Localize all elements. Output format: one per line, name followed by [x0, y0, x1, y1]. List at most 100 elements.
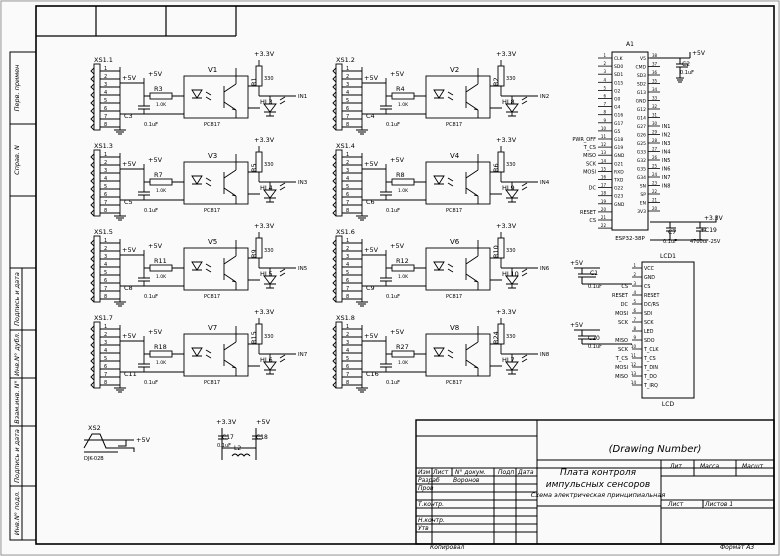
connector-pin-number: 7 [346, 200, 349, 206]
channel-7: XS1.712345678+5V+5VR181.0KC110.1uFV7PC81… [90, 308, 308, 393]
channel-resistor-val: 1.0K [156, 102, 167, 108]
lcd-ref: LCD1 [660, 253, 676, 260]
channel-blocks: XS1.112345678+5V+5VR31.0KC30.1uFV1PC817+… [90, 50, 550, 393]
esp32-left-num: 19 [601, 199, 607, 204]
channel-resistor-val: 1.0K [398, 102, 409, 108]
esp32-c2-val: 0.1uF [680, 70, 694, 76]
esp32-left-pin: G18 [614, 137, 623, 143]
title-line-2: импульсных сенсоров [546, 480, 650, 490]
connector-pin-number: 7 [104, 372, 107, 378]
connector-pin-number: 8 [346, 208, 349, 214]
esp32-left-net: T_CS [583, 145, 596, 151]
esp32-right-net: IN6 [662, 167, 670, 173]
esp32-right-num: 22 [652, 189, 658, 194]
esp32-left-pin: CLK [614, 56, 624, 62]
esp32-right-num: 26 [652, 155, 658, 160]
lcd-pin: LED [644, 329, 654, 335]
lcd-pin-num: 12 [631, 362, 637, 367]
channel-led-ref: HL6 [260, 356, 273, 364]
channel-output-net: IN8 [540, 352, 550, 358]
lcd-pin-num: 13 [631, 371, 637, 376]
side-labels: Перв. примен Справ. N Подпись и дата Инв… [13, 65, 21, 535]
channel-resistor-ref: R3 [154, 85, 163, 93]
connector-pin-number: 6 [104, 278, 107, 284]
tb-col-list: Лист [432, 469, 449, 476]
channel-cap-val: 0.1uF [144, 294, 158, 300]
channel-cap-ref: C11 [124, 370, 137, 378]
connector-pin-number: 1 [104, 238, 107, 244]
channel-opto-ref: V3 [208, 152, 217, 160]
esp32-right-net: IN7 [662, 175, 670, 181]
lcd-module: LCD1 LCD VCC1GND2CS3CSRESET4RESETDC/RS5D… [570, 253, 695, 408]
esp32-left-pin: GND [614, 202, 625, 208]
tb-massa: Масса [700, 463, 719, 470]
channel-opto-part: PC817 [446, 208, 462, 214]
connector-pin-number: 8 [346, 380, 349, 386]
cap-C1 [574, 267, 632, 345]
esp32-ref: A1 [626, 41, 634, 48]
lcd-net: RESET [612, 293, 629, 299]
connector-pin-number: 7 [346, 286, 349, 292]
connector-pin-number: 1 [104, 324, 107, 330]
channel-resistor-ref: R4 [396, 85, 405, 93]
esp32-left-num: 18 [601, 191, 607, 196]
tb-lit: Лит [669, 463, 682, 470]
channel-led-ref: HL4 [260, 184, 273, 192]
side-label-podp-data-1: Подпись и дата [13, 272, 21, 326]
esp32-left-net: MOSI [583, 169, 596, 175]
channel-cap-val: 0.1uF [144, 380, 158, 386]
esp32-right-pin: G26 [637, 133, 646, 139]
esp32-left-net: SCK [586, 161, 597, 167]
connector-XS2: XS2 DJK-02B +5V [83, 424, 151, 462]
channel-output-net: IN1 [298, 94, 307, 100]
lcd-pin: T_DO [643, 374, 657, 380]
connector-pin-number: 5 [346, 184, 349, 190]
channel-cap-ref: C16 [366, 370, 379, 378]
lcd-name: LCD [662, 401, 675, 408]
channel-rtop-ref: R5 [250, 163, 258, 172]
channel-rtop-ref: R1 [250, 77, 258, 86]
connector-pin-number: 6 [346, 106, 349, 112]
lcd-pin: T_CS [643, 356, 656, 362]
lcd-net: CS [621, 284, 628, 290]
channel-4: XS1.412345678+5V+5VR81.0KC60.1uFV4PC817+… [332, 136, 550, 221]
channel-vcc-r-label: +5V [148, 156, 163, 164]
connector-pin-number: 7 [346, 372, 349, 378]
channel-opto-part: PC817 [446, 380, 462, 386]
lcd-pin: SDO [644, 338, 655, 344]
esp32-right-net: IN2 [662, 133, 670, 139]
channel-connector-ref: XS1.6 [336, 228, 355, 236]
channel-v33-label: +3.3V [254, 50, 275, 58]
connector-pin-number: 4 [346, 348, 349, 354]
connector-pin-number: 8 [104, 122, 107, 128]
channel-opto-ref: V7 [208, 324, 217, 332]
connector-pin-number: 3 [346, 340, 349, 346]
channel-resistor-ref: R7 [154, 171, 163, 179]
channel-connector-ref: XS1.5 [94, 228, 113, 236]
lcd-pin-num: 7 [633, 317, 636, 322]
channel-opto-ref: V8 [450, 324, 459, 332]
channel-resistor-ref: R11 [154, 257, 167, 265]
esp32-left-num: 17 [601, 183, 607, 188]
channel-connector-ref: XS1.4 [336, 142, 355, 150]
esp32-right-pin: G32 [637, 158, 646, 164]
channel-resistor-val: 1.0K [156, 274, 167, 280]
side-label-sprav: Справ. N [13, 145, 21, 175]
channel-connector-ref: XS1.1 [94, 56, 113, 64]
esp32-right-pin: G14 [637, 116, 646, 122]
xs2-vcc: +5V [136, 436, 151, 444]
esp32-right-pin: G13 [637, 90, 646, 96]
channel-rtop-ref: R24 [492, 331, 500, 344]
tb-list: Лист [667, 501, 684, 508]
esp32-left-pin: SD1 [614, 72, 623, 78]
connector-pin-number: 6 [104, 106, 107, 112]
esp32-left-pin: G16 [614, 113, 623, 119]
esp32-right-num: 30 [652, 121, 658, 126]
channel-8: XS1.812345678+5V+5VR271.0KC160.1uFV8PC81… [332, 308, 550, 393]
channel-cap-ref: C9 [366, 284, 375, 292]
drawing-number: (Drawing Number) [609, 444, 702, 455]
channel-output-net: IN5 [298, 266, 308, 272]
title-block: (Drawing Number) Плата контроля импульсн… [415, 419, 775, 551]
esp32-module: A1 ESP32-38P CLK1SD02SD13G154G25G06G47G1… [572, 41, 723, 245]
connector-pin-number: 5 [104, 184, 107, 190]
